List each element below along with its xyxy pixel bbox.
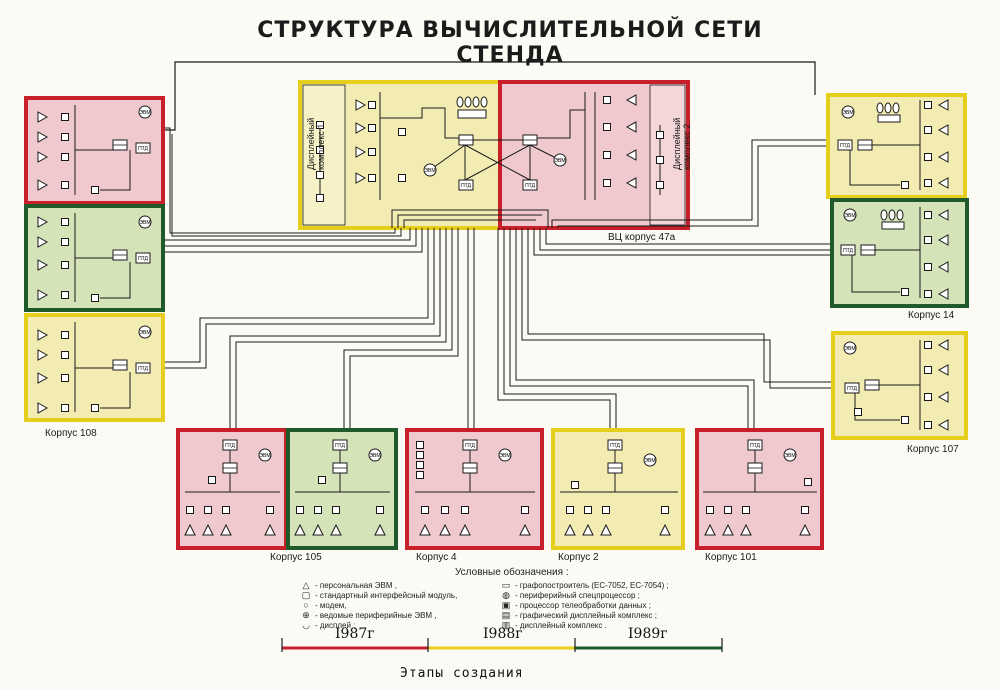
teleprocessing-icon: ▣ (501, 600, 511, 610)
legend-title: Условные обозначения : (455, 567, 569, 578)
legend-item: ▭- графопостроитель (ЕС-7052, ЕС-7054) ; (501, 580, 669, 590)
pc-icon: △ (302, 580, 310, 590)
graphic-display-complex-icon: ▤ (501, 610, 511, 620)
legend-item: △- персональная ЭВМ , (300, 580, 397, 591)
timeline-year-1989: I989г (628, 626, 668, 642)
legend-item: ▣- процессор телеобработки данных ; (501, 600, 651, 610)
timeline-bar (281, 638, 723, 652)
label-korpus-101: Корпус 101 (705, 552, 757, 563)
vc-display-complex-1-label: Дисплейный комплекс 1 (306, 117, 326, 170)
label-korpus-108: Корпус 108 (45, 428, 97, 439)
label-korpus-14: Корпус 14 (908, 310, 955, 321)
vc-display-complex-2-label: Дисплейный комплекс 2 (672, 117, 692, 170)
timeline-label: Этапы создания (400, 666, 524, 681)
plotter-icon: ▭ (501, 580, 511, 590)
interface-module-icon: ▢ (301, 590, 311, 600)
legend-item: ⊕- ведомые периферийные ЭВМ , (300, 610, 436, 621)
timeline-year-1988: I988г (483, 626, 523, 642)
display-complex-icon: ▥ (501, 620, 511, 630)
label-korpus-4: Корпус 4 (416, 552, 457, 563)
vc-bus-bundle (159, 127, 833, 430)
legend-item: ◍- периферийный спецпроцессор ; (500, 590, 640, 601)
label-korpus-2: Корпус 2 (558, 552, 599, 563)
label-korpus-107: Корпус 107 (907, 444, 959, 455)
legend-item: ◡- дисплей ; (300, 620, 355, 631)
timeline-year-1987: I987г (335, 626, 375, 642)
vc-displays (456, 96, 488, 119)
peripheral-computer-icon: ⊕ (302, 610, 310, 620)
display-icon: ◡ (302, 620, 310, 630)
page-title: СТРУКТУРА ВЫЧИСЛИТЕЛЬНОЙ СЕТИ СТЕНДА (257, 18, 763, 68)
legend-item: ▤- графический дисплейный комплекс ; (501, 610, 657, 620)
label-korpus-105: Корпус 105 (270, 552, 322, 563)
label-vc: ВЦ корпус 47а (608, 232, 676, 243)
legend-item: ○- модем, (300, 600, 346, 610)
legend-item: ▥- дисплейный комплекс . (501, 620, 607, 630)
special-processor-icon: ◍ (502, 590, 510, 600)
modem-icon: ○ (303, 600, 309, 610)
legend-item: ▢- стандартный интерфейсный модуль, (301, 590, 458, 600)
k14-displays (876, 102, 905, 230)
